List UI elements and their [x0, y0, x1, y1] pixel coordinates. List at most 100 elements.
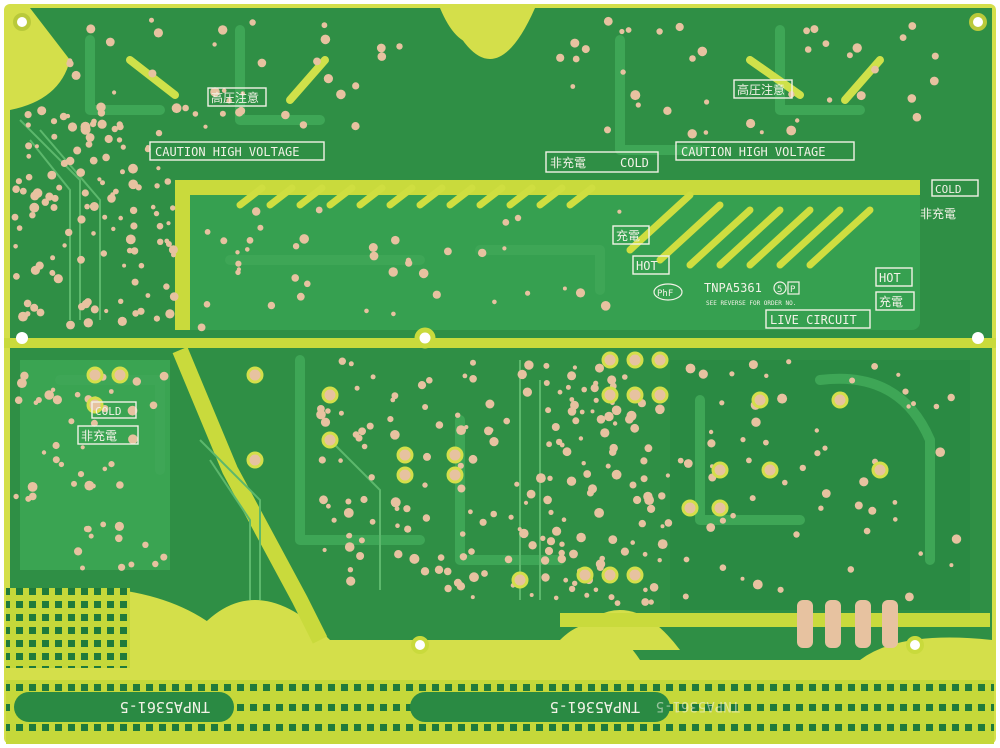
solder-pad: [169, 292, 179, 301]
live-circuit-label: LIVE CIRCUIT: [770, 313, 857, 327]
solder-pad: [19, 187, 27, 195]
solder-pad: [935, 447, 945, 458]
solder-pad: [719, 517, 727, 524]
solder-pad: [84, 480, 95, 491]
solder-pad: [933, 403, 940, 410]
solder-pad: [596, 564, 604, 571]
solder-pad: [468, 454, 478, 464]
solder-pad: [27, 482, 38, 492]
solder-pad: [240, 91, 245, 96]
solder-pad: [566, 476, 577, 486]
solder-pad: [20, 371, 29, 380]
solder-pad: [396, 43, 403, 50]
solder-pad: [643, 491, 653, 502]
edge-label-left: TNPA5361-5: [120, 698, 210, 716]
solder-pad: [609, 448, 617, 456]
solder-pad: [603, 16, 613, 26]
solder-pad: [437, 554, 445, 561]
solder-pad: [626, 410, 637, 421]
solder-pad: [557, 554, 566, 564]
solder-pad: [514, 481, 520, 487]
solder-pad: [417, 381, 427, 390]
hot-label-right: HOT: [879, 271, 901, 285]
solder-pad: [50, 387, 56, 392]
solder-pad: [479, 518, 487, 526]
solder-pad: [540, 556, 550, 565]
solder-pad: [563, 577, 569, 583]
solder-pad: [852, 43, 862, 53]
solder-pad: [595, 363, 604, 373]
solder-pad: [951, 534, 962, 544]
solder-pad: [422, 404, 429, 410]
solder-pad: [85, 133, 95, 142]
solder-pad: [53, 274, 63, 284]
solder-pad: [235, 260, 242, 267]
large-solder-pad: [626, 386, 644, 404]
solder-pad: [41, 198, 49, 206]
solder-pad: [453, 578, 462, 587]
solder-pad: [320, 34, 331, 45]
solder-pad: [640, 475, 648, 483]
solder-pad: [77, 215, 86, 224]
solder-pad: [74, 547, 83, 556]
solder-pad: [160, 553, 168, 561]
solder-pad: [368, 474, 375, 481]
solder-pad: [703, 130, 709, 135]
solder-pad: [588, 484, 597, 494]
solder-pad: [102, 153, 110, 162]
solder-pad: [612, 421, 618, 426]
solder-pad: [171, 252, 176, 258]
solder-pad: [568, 585, 576, 593]
solder-pad: [77, 255, 85, 264]
solder-pad: [377, 52, 387, 61]
solder-pad: [561, 517, 567, 522]
solder-pad: [683, 459, 693, 468]
large-solder-pad: [511, 571, 529, 589]
solder-pad: [170, 205, 176, 211]
solder-pad: [655, 404, 665, 415]
solder-pad: [593, 397, 599, 403]
solder-pad: [235, 250, 240, 255]
solder-pad: [642, 551, 648, 557]
solder-pad: [584, 592, 590, 598]
solder-pad: [361, 443, 368, 450]
solder-pad: [344, 542, 355, 552]
solder-pad: [557, 389, 563, 395]
solder-pad: [97, 119, 107, 129]
solder-pad: [528, 541, 537, 550]
large-solder-pad: [601, 386, 619, 404]
solder-pad: [391, 311, 396, 317]
solder-pad: [212, 42, 217, 47]
solder-pad: [464, 425, 469, 430]
solder-pad: [153, 210, 160, 217]
solder-pad: [148, 69, 157, 78]
solder-pad: [892, 500, 898, 505]
solder-pad: [390, 430, 400, 440]
solder-pad: [316, 409, 326, 420]
solder-pad: [291, 274, 300, 282]
solder-pad: [559, 541, 565, 547]
solder-pad: [149, 401, 158, 410]
solder-pad: [90, 121, 97, 128]
solder-pad: [65, 113, 71, 119]
solder-pad: [25, 311, 31, 317]
large-solder-pad: [651, 351, 669, 369]
solder-pad: [822, 445, 828, 451]
solder-pad: [325, 408, 331, 414]
large-solder-pad: [246, 451, 264, 469]
revision-mark-1: 5: [777, 285, 782, 295]
solder-pad: [523, 500, 529, 505]
solder-pad: [635, 102, 641, 108]
solder-pad: [525, 290, 531, 296]
solder-pad: [304, 280, 311, 288]
solder-pad: [418, 268, 429, 279]
solder-pad: [51, 194, 59, 202]
solder-pad: [459, 531, 466, 537]
solder-pad: [323, 74, 333, 84]
solder-pad: [572, 417, 580, 425]
solder-pad: [11, 213, 19, 221]
edge-label-ghost: TNPA5361-5: [656, 698, 740, 714]
edge-label-center: TNPA5361-5: [550, 698, 640, 716]
solder-pad: [352, 82, 360, 90]
